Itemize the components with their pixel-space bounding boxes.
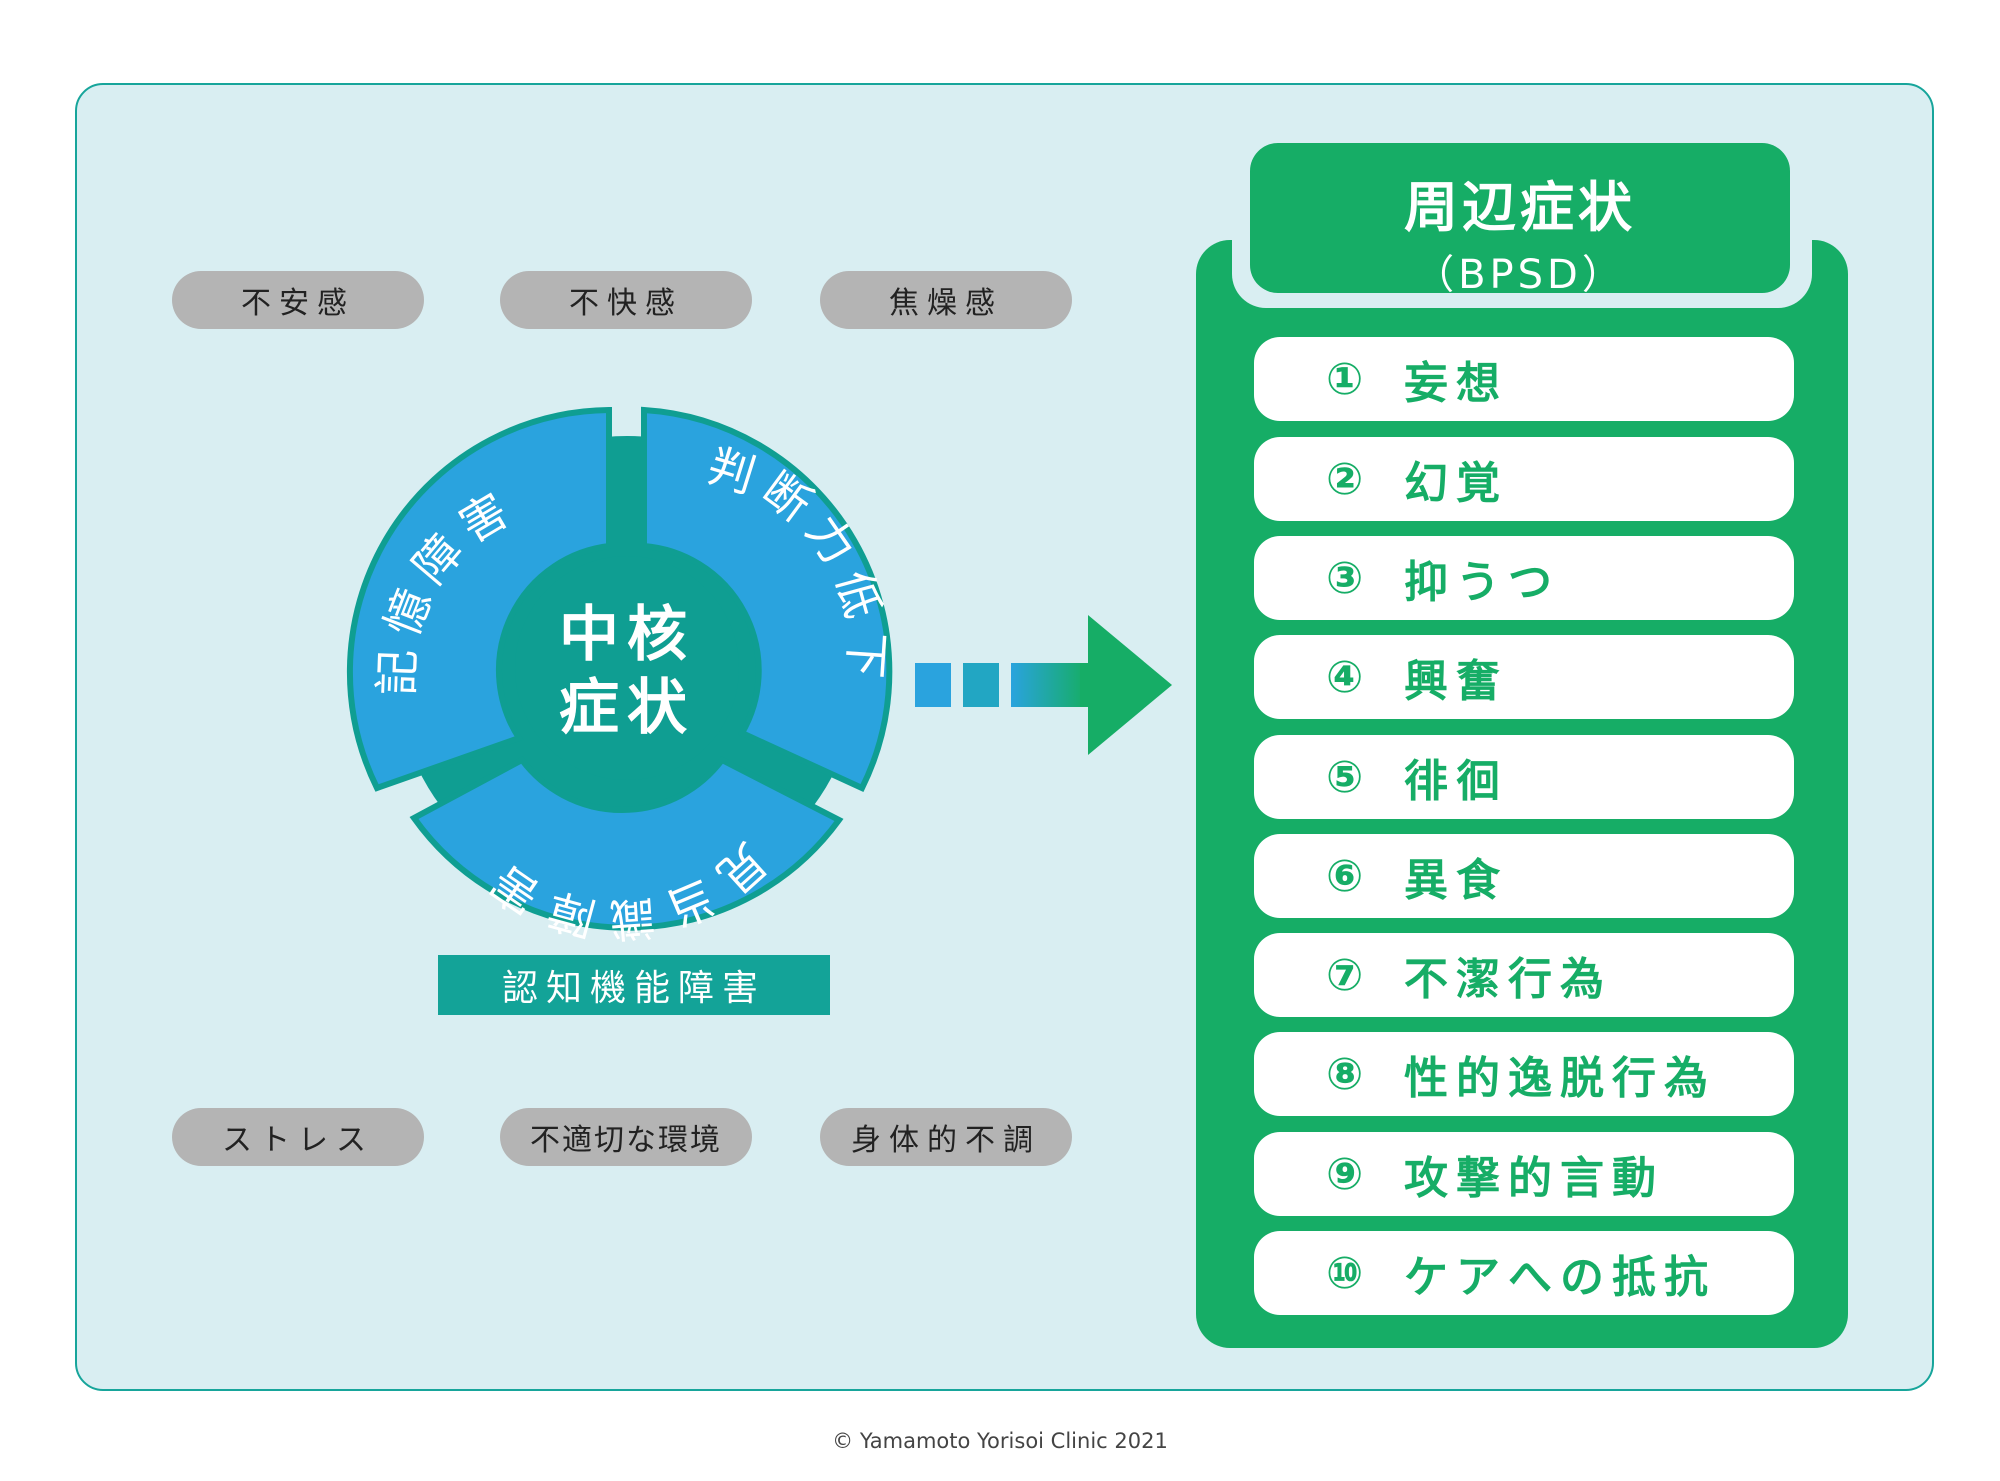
bpsd-header: 周辺症状 （BPSD） — [1250, 143, 1790, 298]
item-number: ⑦ — [1326, 949, 1364, 1001]
segment-orientation — [409, 756, 844, 931]
item-number: ⑨ — [1326, 1148, 1364, 1200]
item-number: ① — [1326, 353, 1364, 405]
factor-pill-discomfort: 不快感 — [500, 271, 752, 329]
factor-pill-environment: 不適切な環境 — [500, 1108, 752, 1166]
item-label: 異食 — [1404, 855, 1508, 906]
factor-pill-irritation: 焦燥感 — [820, 271, 1072, 329]
arrow-dash-2 — [963, 663, 999, 707]
bpsd-item: ② 幻覚 — [1254, 437, 1794, 521]
bpsd-item: ③ 抑うつ — [1254, 536, 1794, 620]
bpsd-item: ① 妄想 — [1254, 337, 1794, 421]
factor-pill-stress: ストレス — [172, 1108, 424, 1166]
item-number: ⑥ — [1326, 850, 1364, 902]
item-label: 不潔行為 — [1404, 954, 1612, 1005]
item-number: ⑧ — [1326, 1048, 1364, 1100]
arrow-to-bpsd — [915, 615, 1172, 755]
copyright-footer: © Yamamoto Yorisoi Clinic 2021 — [832, 1429, 1168, 1453]
item-number: ④ — [1326, 651, 1364, 703]
item-number: ② — [1326, 453, 1364, 505]
core-center-line1: 中核 — [559, 600, 695, 670]
factor-pill-physical: 身体的不調 — [820, 1108, 1072, 1166]
arrow-head — [1088, 615, 1172, 755]
item-label: 徘徊 — [1404, 756, 1508, 807]
bpsd-item: ⑧ 性的逸脱行為 — [1254, 1032, 1794, 1116]
item-number: ⑩ — [1326, 1247, 1364, 1299]
bpsd-item: ⑩ ケアへの抵抗 — [1254, 1231, 1794, 1315]
core-center — [515, 556, 739, 780]
item-label: 抑うつ — [1404, 557, 1560, 608]
bpsd-item: ⑨ 攻撃的言動 — [1254, 1132, 1794, 1216]
cognitive-impairment-label: 認知機能障害 — [438, 955, 830, 1015]
item-label: 興奮 — [1404, 656, 1508, 707]
bpsd-subtitle: （BPSD） — [1414, 252, 1626, 298]
item-label: 幻覚 — [1404, 458, 1508, 509]
segment-memory — [346, 406, 612, 792]
bpsd-item: ⑥ 異食 — [1254, 834, 1794, 918]
item-label: 性的逸脱行為 — [1404, 1053, 1716, 1104]
bpsd-item: ⑦ 不潔行為 — [1254, 933, 1794, 1017]
core-center-line2: 症状 — [559, 673, 695, 743]
arrow-shaft — [1080, 663, 1094, 707]
arrow-dash-3 — [1011, 663, 1086, 707]
bpsd-item: ⑤ 徘徊 — [1254, 735, 1794, 819]
bpsd-item: ④ 興奮 — [1254, 635, 1794, 719]
item-number: ⑤ — [1326, 751, 1364, 803]
factor-pill-anxiety: 不安感 — [172, 271, 424, 329]
bpsd-title: 周辺症状 — [1404, 176, 1636, 239]
item-label: ケアへの抵抗 — [1404, 1252, 1716, 1303]
item-label: 攻撃的言動 — [1404, 1153, 1664, 1204]
arrow-dash-1 — [915, 663, 951, 707]
item-number: ③ — [1326, 552, 1364, 604]
item-label: 妄想 — [1404, 358, 1508, 409]
segment-judgment — [641, 406, 893, 792]
